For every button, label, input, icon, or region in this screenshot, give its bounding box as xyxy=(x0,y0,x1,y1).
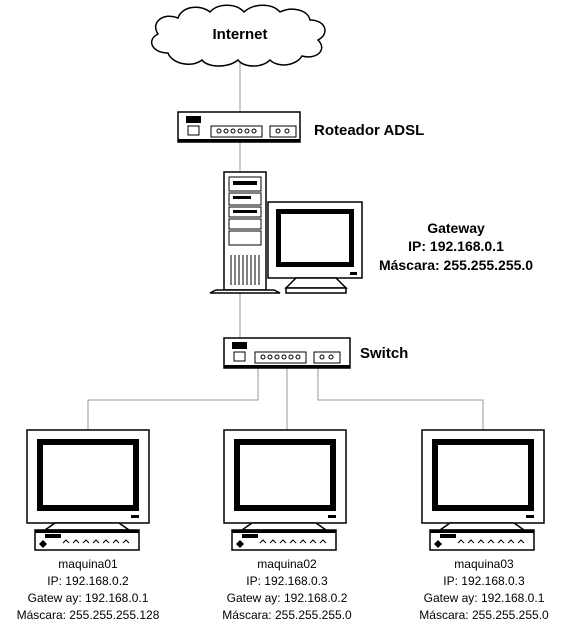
internet-label: Internet xyxy=(212,26,268,43)
internet-cloud xyxy=(150,4,326,67)
host-ip: IP: 192.168.0.2 xyxy=(47,574,129,588)
host-mask: Máscara: 255.255.255.128 xyxy=(16,608,160,622)
host-name: maquina01 xyxy=(58,557,118,571)
workstation-maquina01 xyxy=(26,429,150,551)
connection-lines xyxy=(87,60,484,430)
switch-label: Switch xyxy=(360,345,409,362)
host-gateway: Gatew ay: 192.168.0.1 xyxy=(423,591,545,605)
host-ip: IP: 192.168.0.3 xyxy=(443,574,525,588)
router-label: Roteador ADSL xyxy=(314,122,425,139)
network-switch xyxy=(223,337,351,369)
host-gateway: Gatew ay: 192.168.0.2 xyxy=(226,591,348,605)
gateway-mask: Máscara: 255.255.255.0 xyxy=(378,257,534,273)
workstation-maquina03 xyxy=(421,429,545,551)
host-label-maquina02: maquina02 IP: 192.168.0.3 Gatew ay: 192.… xyxy=(222,556,351,624)
host-name: maquina03 xyxy=(454,557,514,571)
host-label-maquina03: maquina03 IP: 192.168.0.3 Gatew ay: 192.… xyxy=(419,556,548,624)
link-switch-maquina03 xyxy=(317,368,484,430)
gateway-computer xyxy=(209,171,363,294)
host-name: maquina02 xyxy=(257,557,317,571)
host-gateway: Gatew ay: 192.168.0.1 xyxy=(27,591,149,605)
host-mask: Máscara: 255.255.255.0 xyxy=(419,608,549,622)
link-switch-maquina01 xyxy=(87,368,259,430)
host-label-maquina01: maquina01 IP: 192.168.0.2 Gatew ay: 192.… xyxy=(17,556,160,624)
host-mask: Máscara: 255.255.255.0 xyxy=(222,608,352,622)
host-ip: IP: 192.168.0.3 xyxy=(246,574,328,588)
gateway-title: Gateway xyxy=(427,220,485,236)
workstation-maquina02 xyxy=(223,429,347,551)
gateway-ip: IP: 192.168.0.1 xyxy=(408,238,504,254)
adsl-router xyxy=(177,111,301,143)
